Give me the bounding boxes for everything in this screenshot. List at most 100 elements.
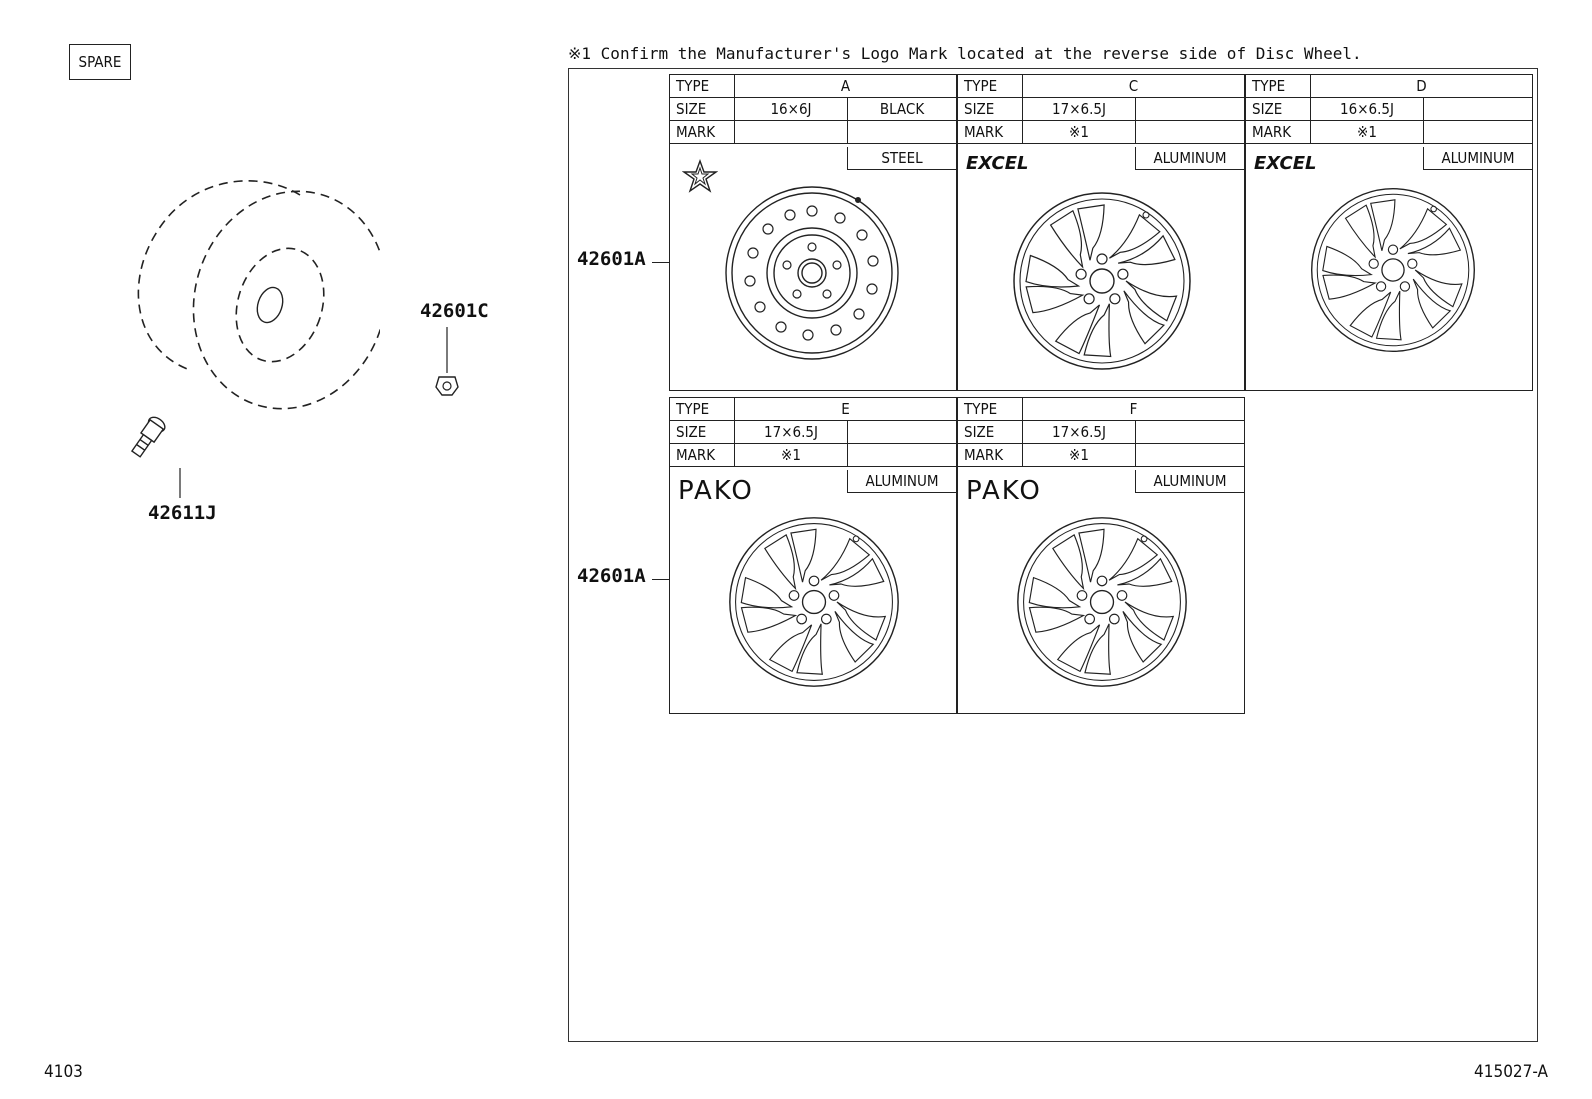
- wheel-mark: ※1: [734, 443, 848, 467]
- lug-hole: [1368, 258, 1379, 269]
- wheel-material: STEEL: [847, 147, 956, 170]
- spoke-window: [836, 601, 887, 641]
- lug-hole: [1108, 613, 1120, 625]
- spoke-window: [1122, 611, 1163, 663]
- label-mark: MARK: [958, 120, 1023, 144]
- wheel-size: 16×6J: [734, 97, 848, 121]
- wheel-finish: [847, 420, 956, 444]
- spoke-window: [1109, 213, 1161, 259]
- valve-hole: [852, 535, 860, 543]
- label-type: TYPE: [670, 75, 735, 98]
- spoke-window: [740, 606, 798, 633]
- wheel-mark: [734, 120, 848, 144]
- lug-hole: [1096, 253, 1108, 265]
- lug-hole: [1375, 281, 1387, 292]
- wheel-mark: ※1: [1022, 443, 1136, 467]
- spoke-window: [796, 623, 824, 675]
- rim-inner: [1019, 198, 1185, 364]
- wheel-type: E: [734, 398, 956, 421]
- spoke-window: [1084, 623, 1112, 675]
- leader-line: [652, 262, 670, 263]
- wheel-selection-frame: [568, 68, 1538, 1042]
- wheel-mark: ※1: [1310, 120, 1424, 144]
- leader-line: [652, 579, 670, 580]
- spoke-window: [834, 611, 875, 663]
- lug-hole: [788, 590, 800, 601]
- spoke-window: [1414, 269, 1463, 308]
- spoke-window: [1399, 207, 1448, 250]
- wheel-material: ALUMINUM: [1423, 147, 1532, 170]
- lug-hole: [1116, 590, 1128, 601]
- alloy-wheel-drawing: [1013, 192, 1191, 370]
- spoke-window: [1123, 290, 1166, 345]
- page-code-left: 4103: [44, 1062, 83, 1082]
- wheel-size: 16×6.5J: [1310, 97, 1424, 121]
- spoke-window: [1028, 606, 1086, 633]
- spoke-window: [829, 557, 885, 587]
- spoke-window: [1049, 209, 1084, 269]
- lug-hole: [1109, 293, 1121, 305]
- lug-hole: [1096, 575, 1108, 587]
- alloy-wheel-drawing: [1017, 517, 1187, 687]
- spoke-window: [1344, 204, 1376, 259]
- spoke-window: [1025, 285, 1085, 314]
- spare-label: SPARE: [69, 44, 131, 80]
- wheel-type: C: [1022, 75, 1244, 98]
- wheel-material: ALUMINUM: [1135, 147, 1244, 170]
- nut-icon: [435, 327, 459, 396]
- label-type: TYPE: [958, 75, 1023, 98]
- spoke-window: [1117, 234, 1176, 266]
- brand-logo-pako: PAKO: [678, 476, 754, 506]
- lug-hole: [808, 575, 820, 587]
- lug-hole: [1075, 268, 1087, 280]
- rim-inner: [1316, 193, 1470, 347]
- label-mark: MARK: [670, 443, 735, 467]
- label-size: SIZE: [670, 97, 735, 121]
- lug-hole: [820, 613, 832, 625]
- valve-hole: [1142, 211, 1150, 219]
- part-number-valve: 42611J: [148, 502, 217, 524]
- valve-stem-icon: [130, 416, 181, 498]
- spoke-window: [1125, 280, 1178, 322]
- lug-hole: [1407, 258, 1418, 269]
- spoke-window: [1349, 291, 1392, 338]
- spoke-window: [1056, 624, 1101, 673]
- spoke-window: [1108, 537, 1159, 581]
- label-mark: MARK: [958, 443, 1023, 467]
- alloy-wheel-drawing: [729, 517, 899, 687]
- valve-hole: [1430, 205, 1437, 213]
- label-mark: MARK: [1246, 120, 1311, 144]
- spoke-window: [768, 624, 813, 673]
- spoke-window: [740, 576, 794, 609]
- label-type: TYPE: [670, 398, 735, 421]
- wheel-finish: [1423, 97, 1532, 121]
- part-number-wheel-bottom: 42601A: [577, 565, 646, 587]
- spoke-window: [1124, 601, 1175, 641]
- wheel-finish: [1135, 97, 1244, 121]
- wheel-type: D: [1310, 75, 1532, 98]
- spoke-window: [1052, 534, 1085, 591]
- star-logo-icon: [682, 159, 718, 193]
- empty-cell: [847, 120, 956, 144]
- spoke-window: [820, 537, 871, 581]
- wheel-material: ALUMINUM: [847, 470, 956, 493]
- rim-inner: [735, 523, 893, 681]
- rim-outer: [729, 517, 899, 687]
- empty-cell: [1135, 120, 1244, 144]
- hub-bore: [1089, 589, 1115, 615]
- spoke-window: [1028, 576, 1082, 609]
- empty-cell: [1423, 120, 1532, 144]
- lug-hole: [1399, 281, 1411, 292]
- spoke-window: [1375, 290, 1402, 341]
- brand-logo-excel: EXCEL: [966, 153, 1029, 174]
- label-size: SIZE: [1246, 97, 1311, 121]
- hub-bore: [801, 589, 827, 615]
- spoke-window: [1407, 227, 1462, 256]
- spoke-window: [1077, 204, 1105, 261]
